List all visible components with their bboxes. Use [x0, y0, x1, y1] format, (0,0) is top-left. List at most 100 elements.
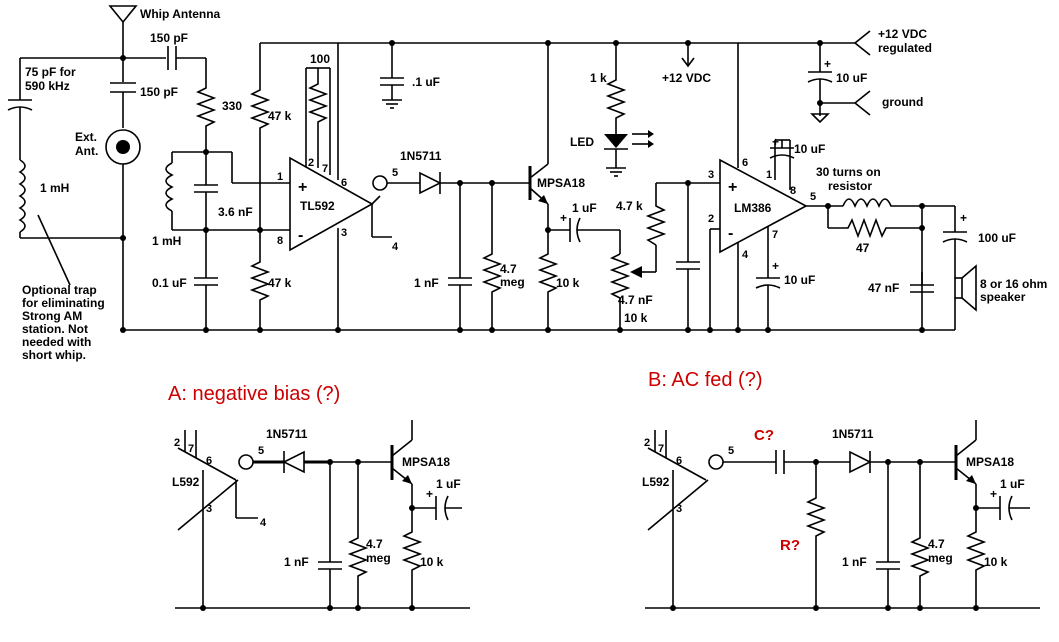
potentiometer-10k — [609, 253, 631, 330]
variant-b-pin6: 6 — [676, 455, 682, 467]
cap-1nf — [448, 277, 472, 286]
label-v12: +12 VDC — [662, 71, 711, 85]
variant-a-plus: + — [426, 487, 433, 501]
variant-a-pin6: 6 — [206, 455, 212, 467]
label-c10ufc: 10 uF — [784, 273, 815, 287]
variant-a: A: negative bias (?) — [168, 383, 470, 611]
pin-tl-2: 2 — [308, 157, 314, 169]
label-note4: station. Not — [22, 322, 88, 336]
variant-b-transistor-label: MPSA18 — [966, 455, 1014, 469]
label-r330: 330 — [222, 99, 242, 113]
label-r47meg2: meg — [500, 275, 525, 289]
cap-3-6nf — [194, 184, 218, 193]
label-c75b: 590 kHz — [25, 79, 70, 93]
label-note6: short whip. — [22, 348, 86, 362]
resistor-47k-lower — [249, 230, 271, 330]
variant-b-plus: + — [990, 487, 997, 501]
label-v12reg: +12 VDC — [878, 27, 927, 41]
cap-10uf-gain — [769, 147, 795, 159]
cap-0-1uf — [194, 277, 218, 286]
resistor-47k-upper — [249, 43, 271, 230]
pin-lm-1: 1 — [766, 169, 772, 181]
label-led: LED — [570, 135, 594, 149]
label-note2: for eliminating — [22, 296, 105, 310]
label-ext1: Ext. — [75, 130, 97, 144]
resistor-330 — [195, 58, 217, 152]
variant-a-transistor-label: MPSA18 — [402, 455, 450, 469]
variant-a-pin3: 3 — [206, 503, 212, 515]
resistor-1k — [605, 43, 627, 134]
label-d1: 1N5711 — [400, 149, 442, 163]
label-c1nf: 1 nF — [414, 276, 439, 290]
variant-b-diode-label: 1N5711 — [832, 427, 874, 441]
variant-a-c1nf-label: 1 nF — [284, 555, 309, 569]
svg-text:-: - — [728, 225, 733, 242]
pin-lm-4: 4 — [742, 249, 749, 261]
label-q1: MPSA18 — [537, 176, 585, 190]
pin-lm-6: 6 — [742, 157, 748, 169]
label-r47ka: 47 k — [268, 109, 292, 123]
label-c36: 3.6 nF — [218, 205, 253, 219]
pin-tl-1: 1 — [277, 171, 283, 183]
pin-lm-7: 7 — [772, 229, 778, 241]
variant-b-rmeg2-label: meg — [928, 551, 953, 565]
label-c1uf: 1 uF — [572, 201, 597, 215]
label-r47meg: 4.7 — [500, 262, 517, 276]
variant-a-pin5: 5 — [258, 445, 264, 457]
tl592-amplifier: + - TL592 — [289, 156, 374, 252]
pin-tl-4: 4 — [392, 241, 399, 253]
cap-47nf — [910, 284, 934, 293]
inductor-1mh-tank — [165, 162, 174, 212]
label-pot10k: 10 k — [624, 311, 648, 325]
variant-a-diode-label: 1N5711 — [266, 427, 308, 441]
pin-tl-8: 8 — [277, 235, 283, 247]
led — [604, 130, 654, 150]
speaker-icon — [954, 264, 977, 312]
variant-b-r10k-label: 10 k — [984, 555, 1008, 569]
pin-lm-8: 8 — [790, 185, 796, 197]
transistor-mpsa18 — [528, 43, 549, 205]
variant-b-diode — [849, 450, 872, 474]
label-plus-c1uf: + — [560, 211, 567, 225]
label-ext2: Ant. — [75, 144, 98, 158]
lm386-label: LM386 — [734, 201, 772, 215]
inductor-1mh-trap — [18, 159, 26, 233]
label-turns2: resistor — [828, 179, 872, 193]
label-c100uf: 100 uF — [978, 231, 1016, 245]
label-c10ufa: 10 uF — [836, 71, 867, 85]
pin-tl-5: 5 — [392, 167, 398, 179]
resistor-4-7meg — [481, 183, 503, 330]
variant-b-title: B: AC fed (?) — [648, 369, 763, 391]
pin-tl-6: 6 — [341, 177, 347, 189]
variant-b-resistor-r — [805, 462, 827, 608]
label-note1: Optional trap — [22, 283, 97, 297]
variant-b-cq-label: C? — [754, 427, 774, 444]
inductor-30-turns — [842, 198, 922, 209]
variant-b-pin3: 3 — [676, 503, 682, 515]
variant-b-rmeg-label: 4.7 — [928, 537, 945, 551]
label-r100: 100 — [310, 52, 330, 66]
variant-b-pin5: 5 — [728, 445, 734, 457]
variant-b: B: AC fed (?) — [642, 369, 1040, 611]
variant-a-rmeg-label: 4.7 — [366, 537, 383, 551]
label-plus-c10a: + — [824, 57, 831, 71]
variant-a-diode — [282, 450, 305, 474]
svg-text:+: + — [298, 179, 307, 196]
resistor-10k-emitter — [537, 230, 559, 330]
main-schematic: + - TL592 — [7, 5, 1047, 362]
label-plus-c100: + — [960, 211, 967, 225]
label-c10ufb: 10 uF — [794, 142, 825, 156]
lm386-amplifier: + - LM386 — [719, 158, 808, 254]
label-r1k: 1 k — [590, 71, 607, 85]
label-spk2: speaker — [980, 290, 1026, 304]
variant-a-pin4: 4 — [260, 517, 267, 529]
label-turns1: 30 turns on — [816, 165, 881, 179]
diode-1n5711 — [419, 171, 442, 195]
label-r47: 47 — [856, 241, 870, 255]
label-c47nfb: 47 nF — [868, 281, 899, 295]
variant-a-rmeg2-label: meg — [366, 551, 391, 565]
variant-b-pin7: 7 — [658, 443, 664, 455]
variant-b-rq-label: R? — [780, 537, 800, 554]
cap-150pf-vertical — [110, 82, 136, 93]
label-c75: 75 pF for — [25, 65, 76, 79]
